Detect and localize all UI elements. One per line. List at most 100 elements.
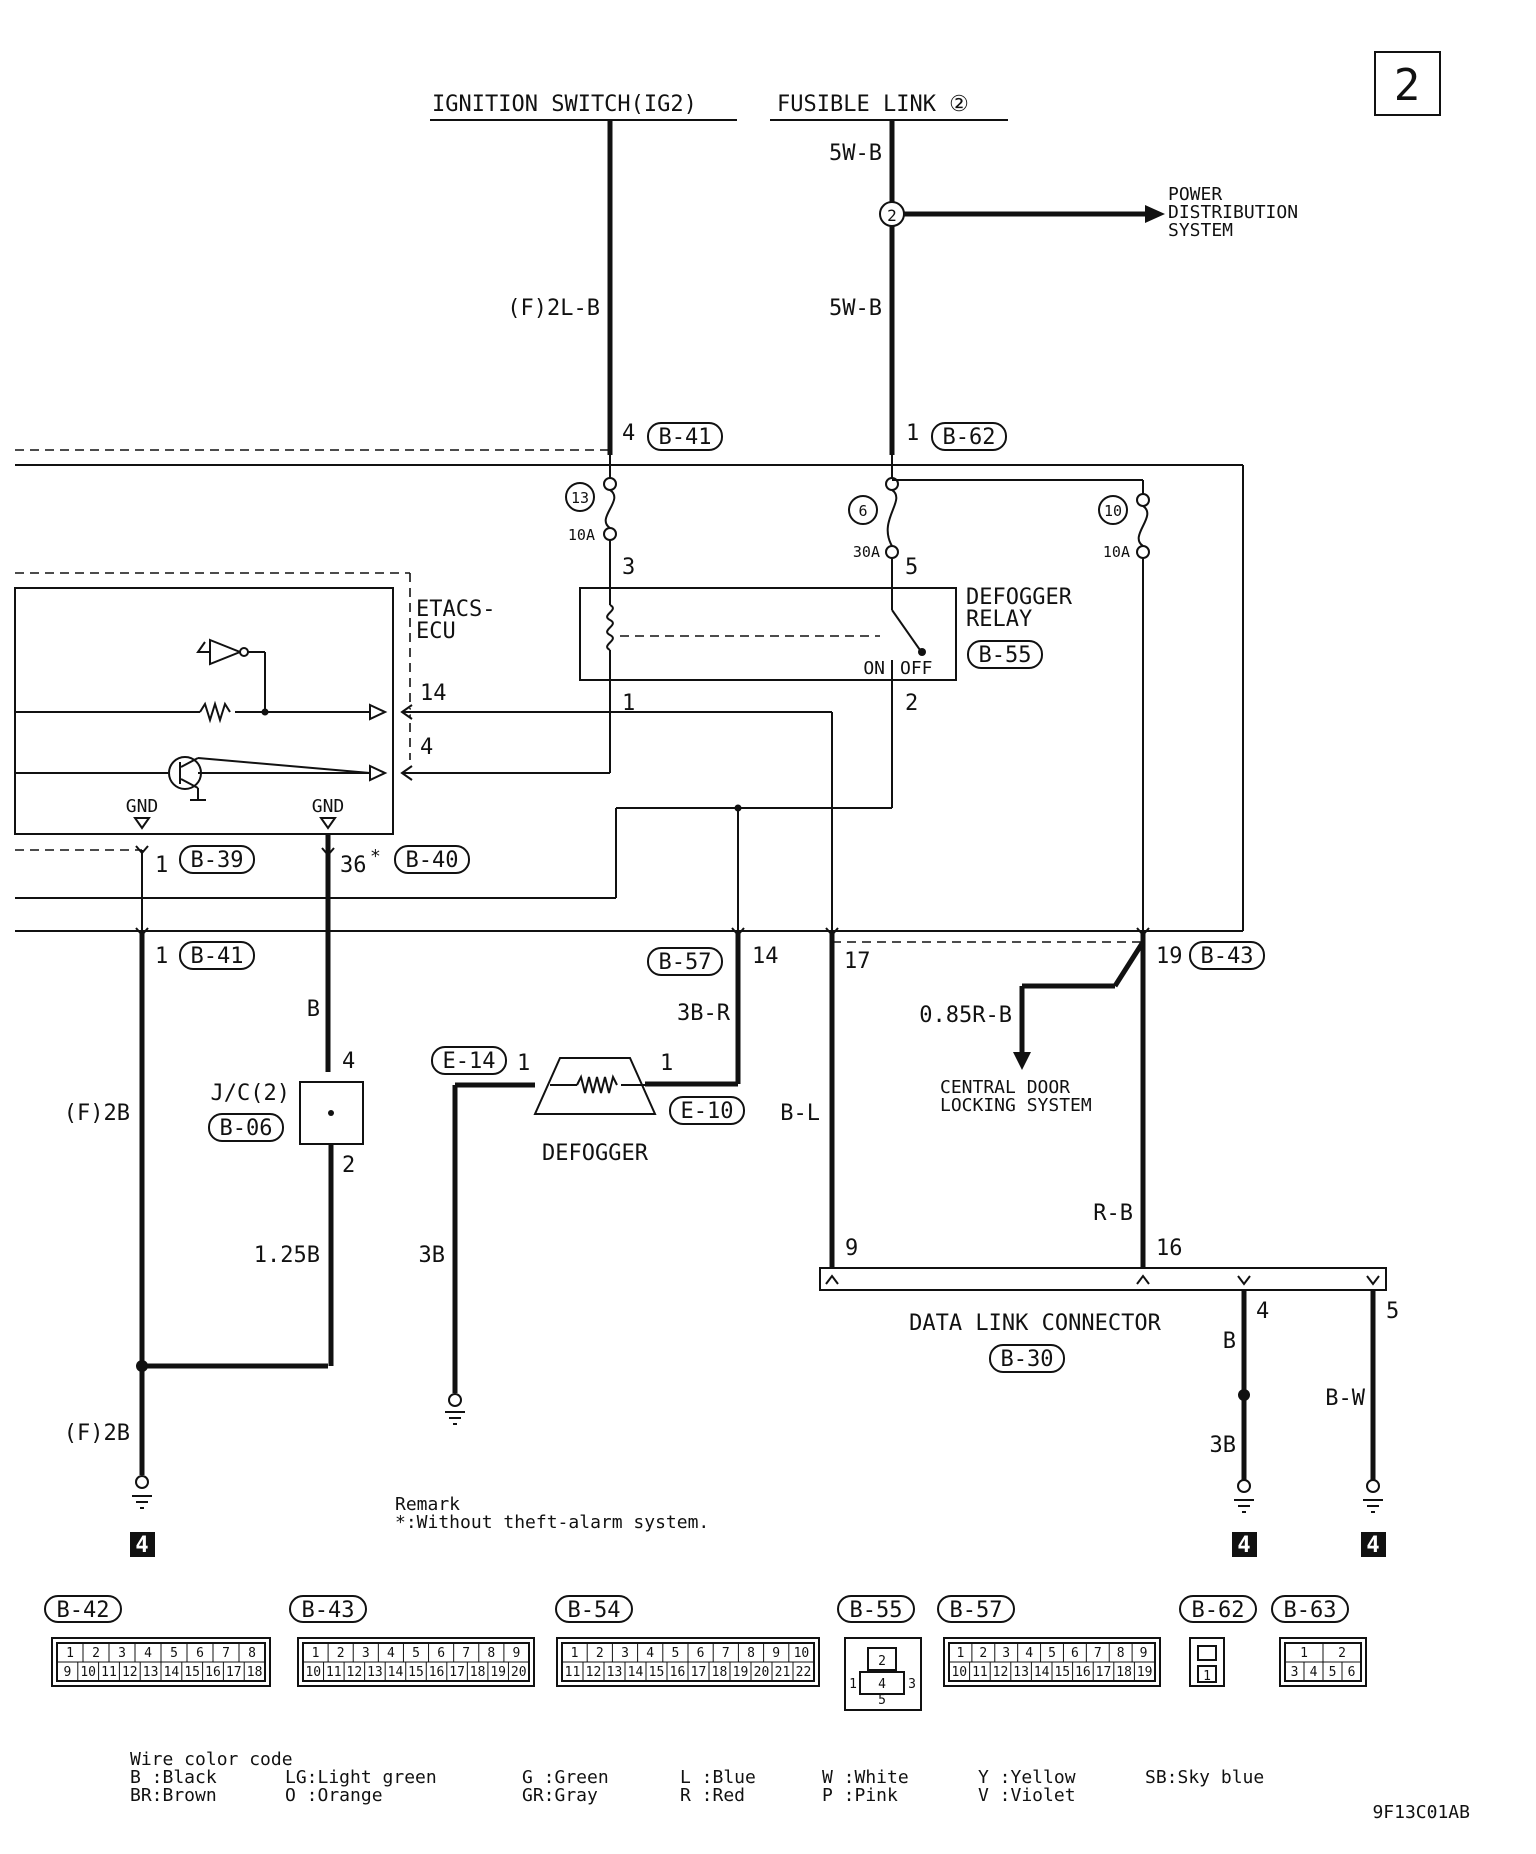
connector-pin-label: 19 [490,1665,506,1680]
connector-pin-label: 10 [794,1646,810,1661]
connector-pin-label: 5 [1329,1665,1337,1680]
connector-pin-label: 19 [733,1665,749,1680]
conn-b57: B-57 [659,950,712,975]
b-wire-label: B [307,997,320,1022]
wcc-title: Wire color code [130,1749,293,1770]
fl-wire-upper: 5W-B [829,141,882,166]
rb-wire-label: R-B [1093,1201,1133,1226]
connector-pin-label: 12 [586,1665,602,1680]
wcc-gr: GR:Gray [522,1785,598,1806]
connector-pin-label: 17 [226,1665,242,1680]
connector-pin-label: 4 [387,1646,395,1661]
connector-pin-label: 2 [979,1646,987,1661]
relay-label-2: RELAY [966,607,1032,632]
connector-pin-label: 17 [691,1665,707,1680]
connector-pin-label: 10 [951,1665,967,1680]
ground-ref-1 [130,1532,155,1557]
connector-pin-label: 9 [513,1646,521,1661]
connector-pin-label: 3 [1002,1646,1010,1661]
pin-36-star: * [370,846,381,867]
def-left-wire: 3B [419,1243,446,1268]
pin-4-top: 4 [622,421,635,446]
connector-pin-label: 1 [957,1646,965,1661]
connector-pin-label: 4 [646,1646,654,1661]
connector-pin-label: 16 [1075,1665,1091,1680]
fusible-link-label: FUSIBLE LINK ② [777,92,969,117]
relay-label-1: DEFOGGER [966,585,1073,610]
connector-pin-label: 1 [1300,1646,1308,1661]
connector-pin-label: 20 [754,1665,770,1680]
connector-pin-label: 3 [1291,1665,1299,1680]
conn-e10: E-10 [681,1099,734,1124]
connector-pin-label: 7 [222,1646,230,1661]
relay-off: OFF [900,658,933,679]
connector-pin-label: 8 [487,1646,495,1661]
svg-text:3: 3 [908,1677,916,1692]
connector-pin-label: 19 [1137,1665,1153,1680]
connector-pin-label: 6 [1071,1646,1079,1661]
ground-ref-2-text: 4 [1237,1533,1250,1558]
pin-1-b41: 1 [155,944,168,969]
fl-wire-lower: 5W-B [829,296,882,321]
jc-wire-label: 1.25B [254,1243,320,1268]
connector-pin-label: 20 [511,1665,527,1680]
cv-b54: B-54 [568,1598,621,1623]
connector-pin-label: 7 [722,1646,730,1661]
wcc-b: B :Black [130,1767,217,1788]
connector-pin-label: 22 [796,1665,812,1680]
connector-pin-label: 18 [1116,1665,1132,1680]
fuse-10-num: 10 [1104,502,1122,520]
pin-1-top: 1 [906,421,919,446]
dlc-box [819,1267,1387,1291]
relay-switch-icon [891,609,921,651]
connector-pin-label: 1 [66,1646,74,1661]
connector-pin-label: 4 [1025,1646,1033,1661]
pin-5-dlc: 5 [1386,1299,1399,1324]
cv-b62: B-62 [1192,1598,1245,1623]
connector-pin-label: 12 [347,1665,363,1680]
connector-pin-label: 8 [248,1646,256,1661]
wcc-v: V :Violet [978,1785,1076,1806]
connector-pin-label: 3 [118,1646,126,1661]
pin-3: 3 [622,555,635,580]
dlc5-wire: B-W [1325,1386,1365,1411]
connector-pin-label: 13 [607,1665,623,1680]
cv-b55: B-55 [850,1598,903,1623]
cv-b42: B-42 [57,1598,110,1623]
remark-title: Remark [395,1494,460,1515]
connector-pin-label: 17 [449,1665,465,1680]
pin-5: 5 [905,555,918,580]
connector-pin-label: 6 [1348,1665,1356,1680]
conn-b06: B-06 [220,1116,273,1141]
connector-pin-label: 11 [326,1665,342,1680]
wcc-lg: LG:Light green [285,1767,437,1788]
connector-pin-label: 18 [712,1665,728,1680]
connector-pin-label: 1 [312,1646,320,1661]
ground-ref-3-text: 4 [1366,1533,1379,1558]
pin-1-relay: 1 [622,691,635,716]
wcc-g: G :Green [522,1767,609,1788]
wcc-y: Y :Yellow [978,1767,1076,1788]
connector-pin-label: 2 [1338,1646,1346,1661]
connector-pin-label: 14 [164,1665,180,1680]
wcc-w: W :White [822,1767,909,1788]
pin-19: 19 [1156,944,1183,969]
doc-code: 9F13C01AB [1372,1802,1470,1823]
connector-pin-label: 15 [649,1665,665,1680]
connector-pin-label: 16 [670,1665,686,1680]
svg-text:2: 2 [887,206,897,225]
connector-pin-label: 2 [92,1646,100,1661]
cv-b57: B-57 [950,1598,1003,1623]
etacs-label-1: ETACS- [416,597,495,622]
fuse-6-num: 6 [858,502,867,520]
page-number: 2 [1394,60,1421,111]
connector-pin-label: 3 [362,1646,370,1661]
svg-text:1: 1 [1203,1669,1211,1684]
connector-pin-label: 6 [697,1646,705,1661]
connector-pin-label: 4 [144,1646,152,1661]
connector-pin-label: 9 [1140,1646,1148,1661]
page-number-box [1374,51,1441,116]
svg-text:1: 1 [849,1677,857,1692]
connector-pin-label: 5 [1048,1646,1056,1661]
connector-pin-label: 12 [993,1665,1009,1680]
